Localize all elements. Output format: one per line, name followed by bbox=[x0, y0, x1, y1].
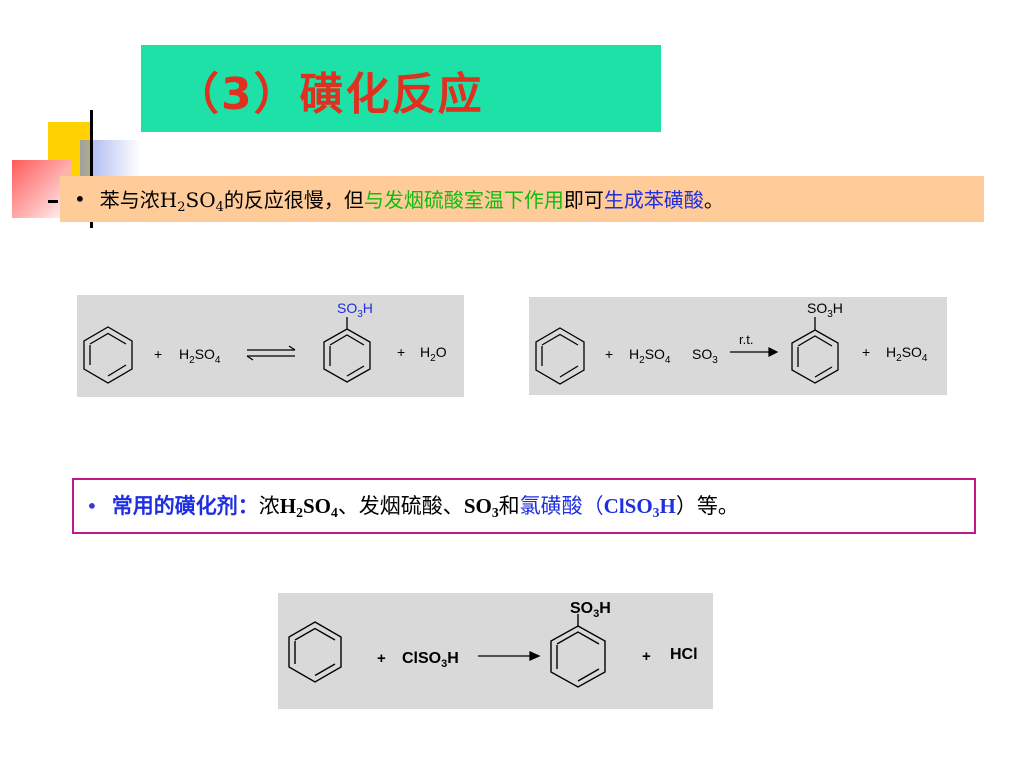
reagent-h2so4: H2SO4 bbox=[179, 346, 221, 366]
note1-text: 苯与浓H2SO4的反应很慢，但与发烟硫酸室温下作用即可生成苯磺酸。 bbox=[99, 187, 724, 215]
slide-title: （3）磺化反应 bbox=[175, 69, 484, 120]
benzene-ring-product bbox=[791, 317, 839, 384]
reaction-panel-2: + H2SO4 SO3 r.t. SO3H + H2SO4 bbox=[529, 297, 947, 395]
reaction-arrow bbox=[730, 347, 779, 357]
plus-1: + bbox=[377, 650, 386, 667]
decor-tick bbox=[48, 200, 58, 203]
benzene-ring-product bbox=[323, 317, 371, 383]
note2-lead: 常用的磺化剂： bbox=[111, 494, 259, 519]
plus-2: + bbox=[397, 344, 405, 360]
byproduct-h2so4: H2SO4 bbox=[886, 344, 928, 364]
reaction-3-diagram: + ClSO3H SO3H + HCl bbox=[288, 600, 698, 688]
benzene-ring-reactant bbox=[83, 326, 133, 384]
title-background bbox=[141, 45, 661, 132]
plus-2: + bbox=[862, 344, 870, 360]
reaction-panel-3: + ClSO3H SO3H + HCl bbox=[278, 593, 713, 709]
product-so3h: SO3H bbox=[337, 300, 373, 320]
reaction-arrow bbox=[478, 650, 541, 662]
reagent-h2so4: H2SO4 bbox=[629, 346, 671, 366]
bullet-icon: • bbox=[86, 494, 98, 518]
note2-highlight-blue: 氯磺酸 bbox=[519, 494, 583, 519]
reaction-2-diagram: + H2SO4 SO3 r.t. SO3H + H2SO4 bbox=[535, 300, 928, 385]
benzene-ring-product bbox=[550, 614, 606, 688]
note-benzene-reaction: • 苯与浓H2SO4的反应很慢，但与发烟硫酸室温下作用即可生成苯磺酸。 bbox=[60, 176, 984, 222]
byproduct-hcl: HCl bbox=[670, 646, 698, 663]
product-so3h: SO3H bbox=[807, 300, 843, 320]
plus-1: + bbox=[154, 346, 162, 362]
note1-highlight-blue: 生成苯磺酸 bbox=[603, 187, 704, 212]
decor-vertical-line bbox=[90, 110, 93, 228]
plus-2: + bbox=[642, 648, 651, 665]
equilibrium-arrow bbox=[246, 345, 296, 361]
benzene-ring-reactant bbox=[535, 327, 585, 385]
byproduct-h2o: H2O bbox=[420, 344, 447, 364]
plus-1: + bbox=[605, 346, 613, 362]
condition-rt: r.t. bbox=[739, 332, 753, 347]
note-sulfonating-agents: • 常用的磺化剂：浓H2SO4、发烟硫酸、SO3和氯磺酸（ClSO3H）等。 bbox=[72, 478, 976, 534]
reagent-clso3h: ClSO3H bbox=[402, 650, 459, 670]
product-so3h: SO3H bbox=[570, 600, 611, 620]
reaction-1-diagram: + H2SO4 SO3H + H2O bbox=[83, 300, 447, 384]
bullet-icon: • bbox=[74, 187, 86, 211]
reaction-panel-1: + H2SO4 SO3H + H2O bbox=[77, 295, 464, 397]
note1-highlight-green: 与发烟硫酸室温下作用 bbox=[363, 187, 564, 212]
reagent-so3: SO3 bbox=[692, 346, 718, 366]
note2-text: 常用的磺化剂：浓H2SO4、发烟硫酸、SO3和氯磺酸（ClSO3H）等。 bbox=[111, 494, 739, 521]
benzene-ring-reactant bbox=[288, 621, 342, 683]
